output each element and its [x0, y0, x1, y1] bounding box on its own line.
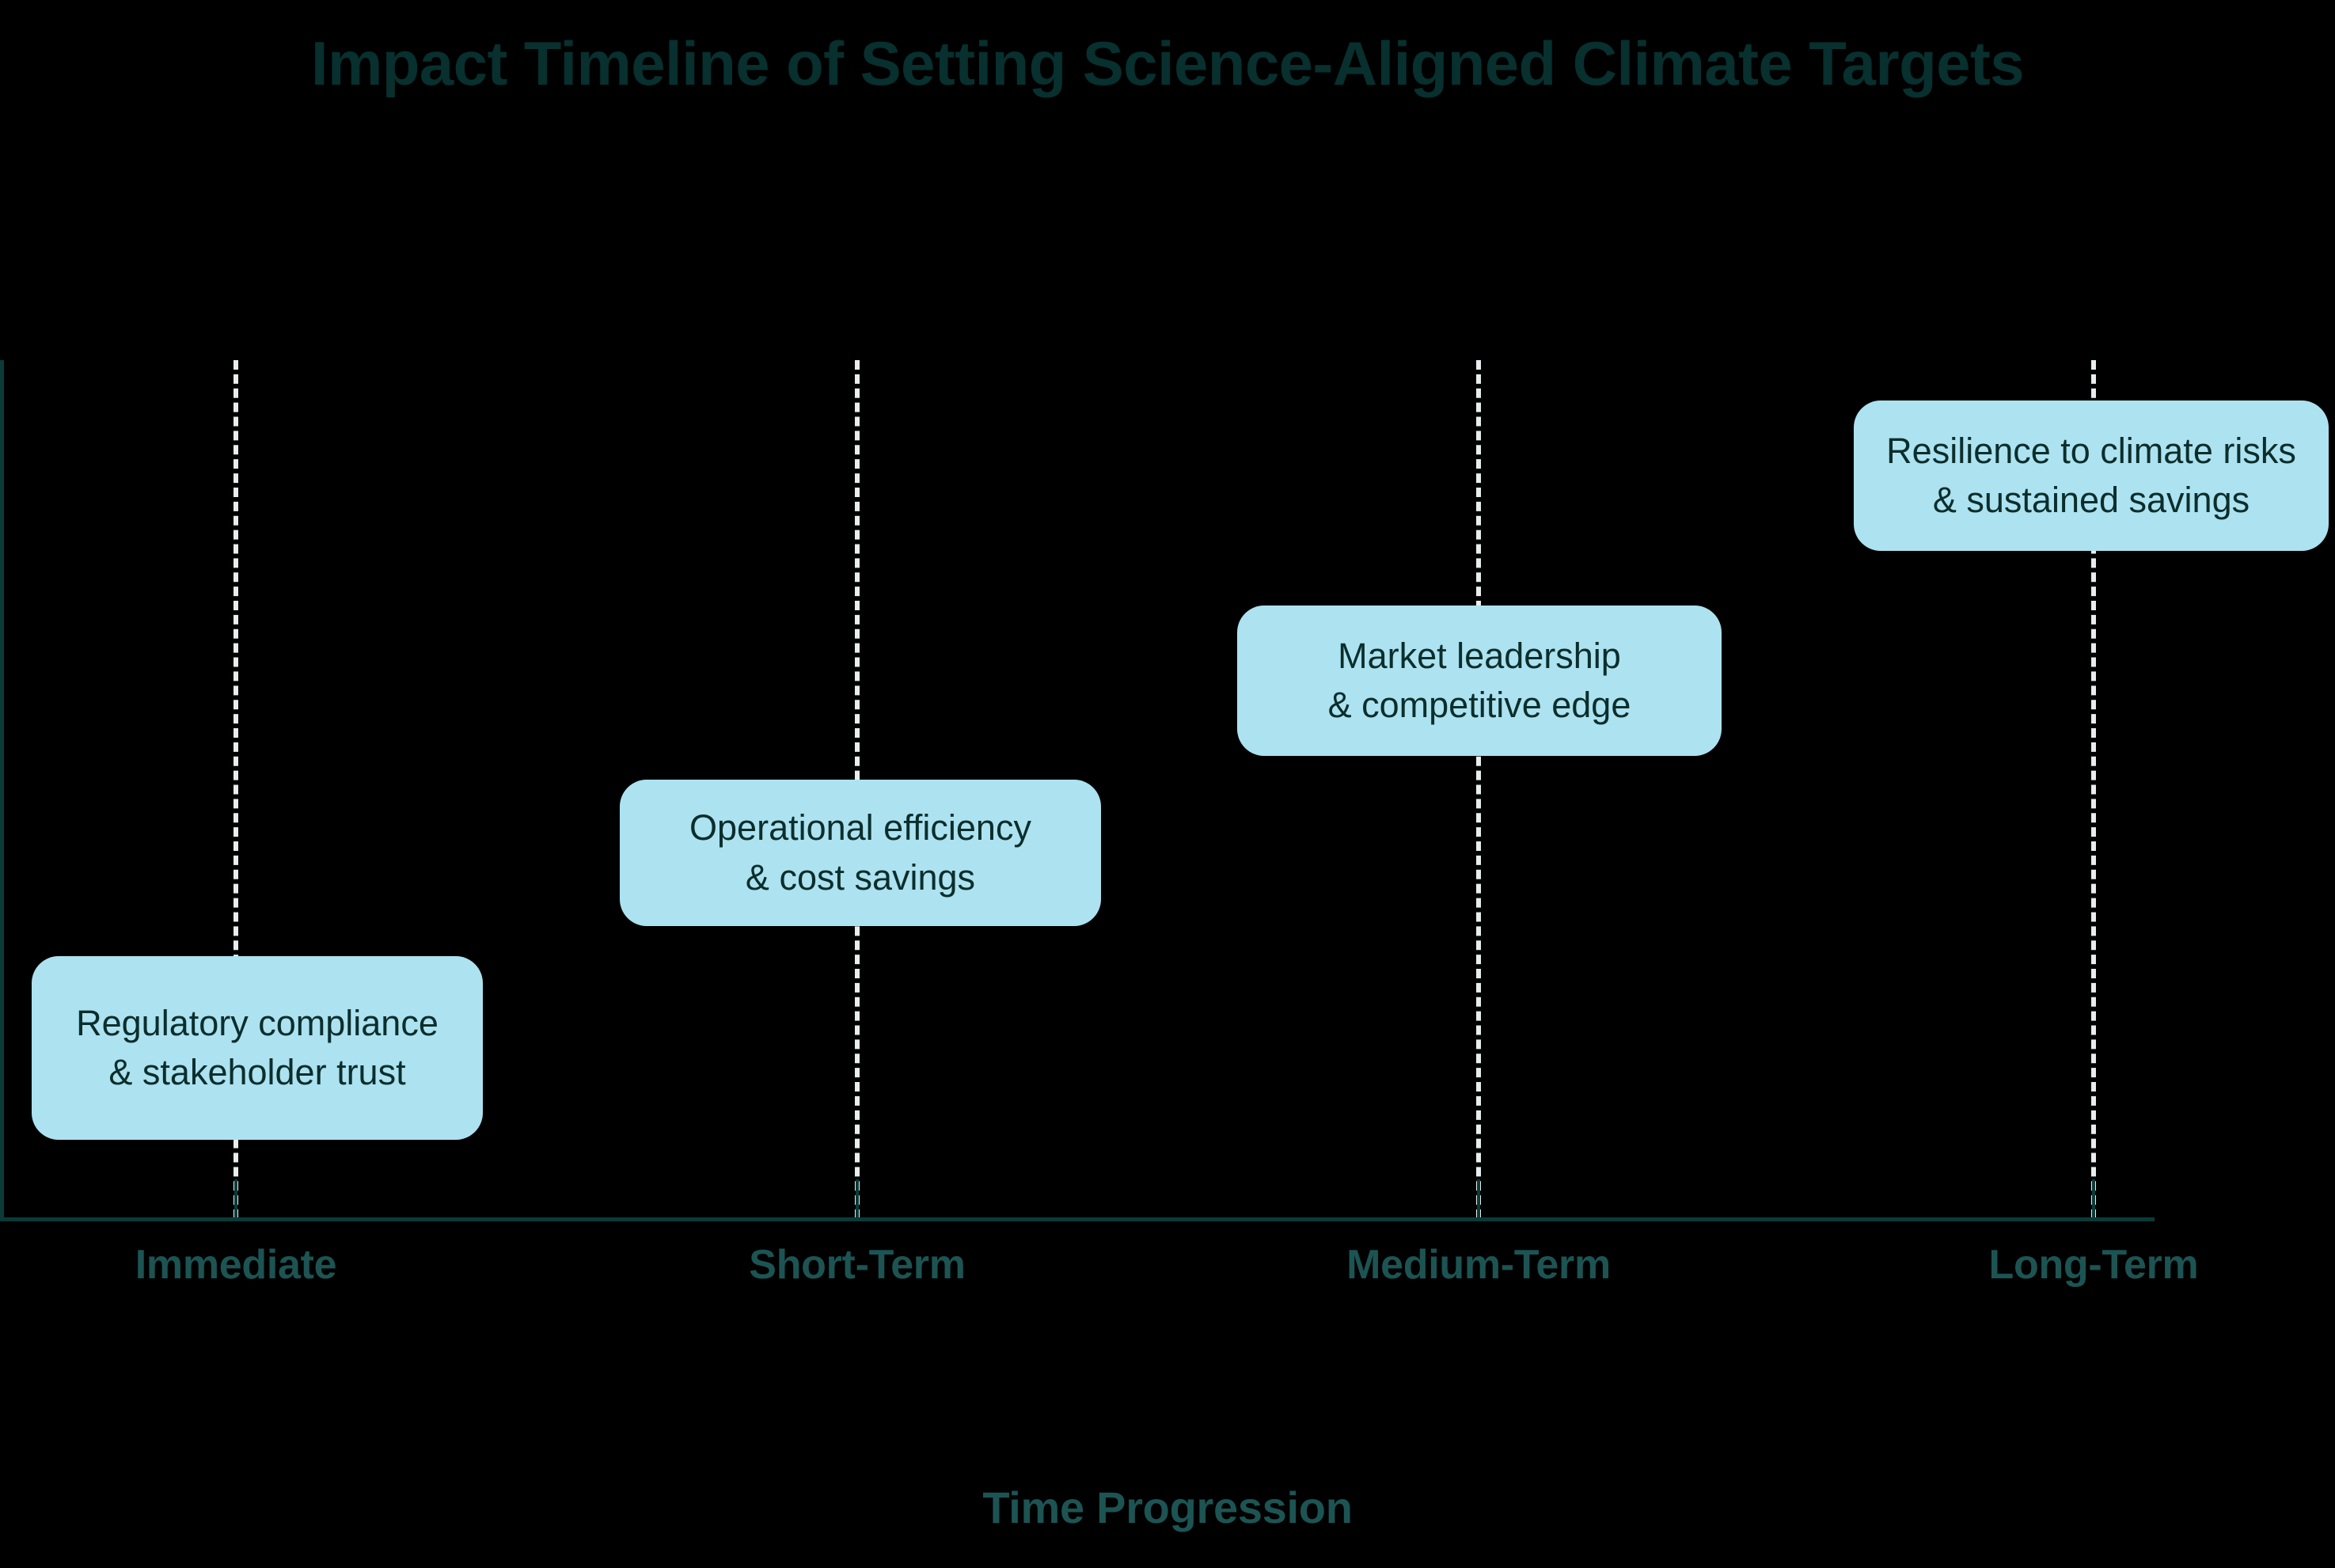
- x-axis-tick-long-term: [2092, 1179, 2095, 1219]
- x-axis-tick-medium-term: [1477, 1179, 1480, 1219]
- milestone-box-immediate[interactable]: Regulatory compliance & stakeholder trus…: [32, 956, 483, 1140]
- gridline-medium-term: [1476, 360, 1481, 1219]
- x-axis-label-long-term: Long-Term: [1988, 1242, 2199, 1288]
- x-axis-line: [0, 1217, 2155, 1221]
- x-axis-tick-immediate: [234, 1179, 237, 1219]
- milestone-text-line1: Operational efficiency: [689, 807, 1031, 849]
- x-axis-label-immediate: Immediate: [135, 1242, 337, 1288]
- milestone-text-line1: Regulatory compliance: [76, 1002, 439, 1043]
- milestone-box-long-term[interactable]: Resilience to climate risks & sustained …: [1854, 401, 2329, 551]
- x-axis-label-medium-term: Medium-Term: [1346, 1242, 1611, 1288]
- milestone-text-line2: & competitive edge: [1327, 685, 1631, 725]
- milestone-box-medium-term[interactable]: Market leadership & competitive edge: [1237, 606, 1722, 756]
- gridline-immediate: [234, 360, 238, 1219]
- x-axis-label-short-term: Short-Term: [749, 1242, 966, 1288]
- x-axis-title: Time Progression: [982, 1483, 1353, 1532]
- x-axis-tick-short-term: [856, 1179, 859, 1219]
- milestone-box-short-term[interactable]: Operational efficiency & cost savings: [620, 780, 1101, 926]
- milestone-text-line1: Market leadership: [1338, 635, 1621, 676]
- gridline-long-term: [2091, 360, 2096, 1219]
- y-axis-spine: [0, 360, 4, 1221]
- milestone-text-line2: & cost savings: [745, 856, 976, 898]
- page-title: Impact Timeline of Setting Science-Align…: [310, 28, 2025, 98]
- milestone-text-line1: Resilience to climate risks: [1886, 430, 2296, 471]
- milestone-text-line2: & stakeholder trust: [108, 1052, 406, 1092]
- milestone-text-line2: & sustained savings: [1932, 480, 2250, 520]
